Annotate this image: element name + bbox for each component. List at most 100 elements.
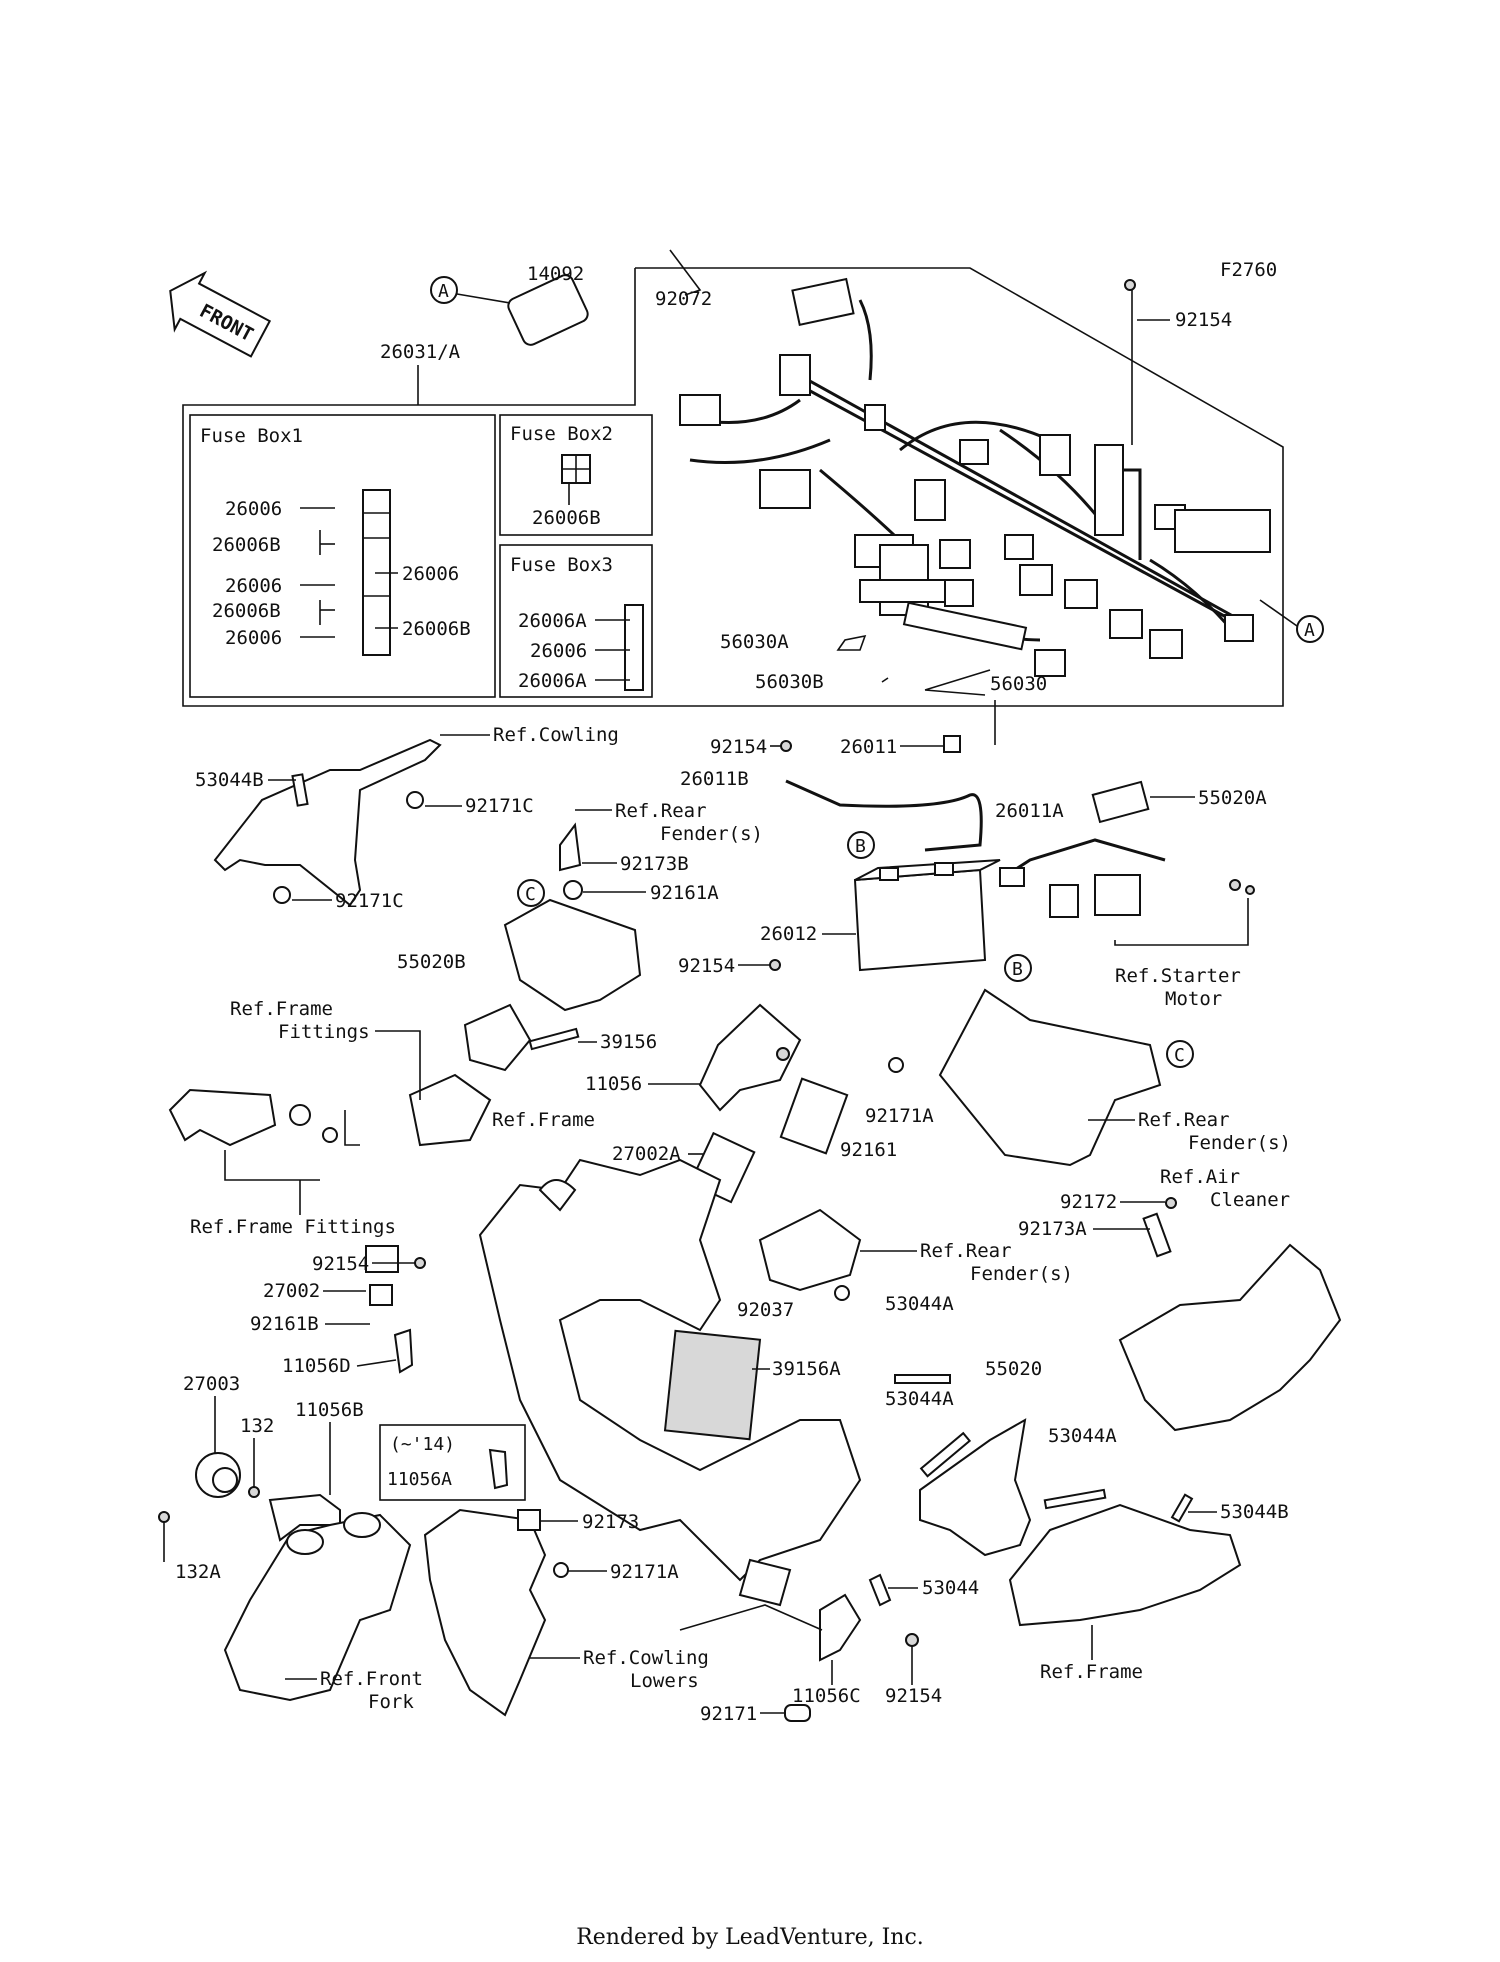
bolt-92173 [517, 1509, 541, 1531]
ref-front-fork: Ref.Front Fork [285, 1668, 423, 1713]
pin-53044B-b [1170, 1493, 1194, 1523]
svg-text:56030B: 56030B [755, 671, 824, 693]
svg-text:92161B: 92161B [250, 1313, 319, 1335]
bracket-11056D [393, 1328, 414, 1374]
label-132: 132 [240, 1415, 274, 1487]
clip-92037 [834, 1285, 850, 1301]
svg-text:11056B: 11056B [295, 1399, 364, 1421]
svg-text:92154: 92154 [312, 1253, 369, 1275]
svg-text:27002: 27002 [263, 1280, 320, 1302]
front-arrow-icon: FRONT [169, 270, 272, 358]
strap-53044A-a [894, 1374, 951, 1384]
svg-text:C: C [525, 884, 536, 905]
label-92173A: 92173A [1018, 1218, 1150, 1240]
svg-text:55020A: 55020A [1198, 787, 1267, 809]
part-label: 11056A [387, 1469, 452, 1490]
rear-frame [1008, 1503, 1242, 1627]
label-92173: 92173 [540, 1511, 639, 1533]
main-wiring-harness [669, 249, 1271, 677]
svg-text:53044B: 53044B [195, 769, 264, 791]
label-55020A: 55020A [1150, 787, 1267, 809]
svg-text:Ref.Frame: Ref.Frame [230, 998, 333, 1020]
label-55020B: 55020B [397, 951, 466, 973]
svg-text:92171C: 92171C [335, 890, 404, 912]
fuse-label: 26006 [225, 575, 282, 597]
svg-text:Ref.Starter: Ref.Starter [1115, 965, 1241, 987]
svg-text:B: B [1012, 959, 1023, 980]
svg-text:92161: 92161 [840, 1139, 897, 1161]
label-92171C-a: 92171C [425, 795, 534, 817]
label-92154-b: 92154 [710, 736, 792, 758]
svg-text:26012: 26012 [760, 923, 817, 945]
svg-text:53044A: 53044A [1048, 1425, 1117, 1447]
fuse-label: 26006 [225, 627, 282, 649]
strap-53044A-b [919, 1431, 972, 1478]
bolt-132A [158, 1511, 170, 1523]
ref-rear-fender-1: Ref.Rear Fender(s) [575, 800, 763, 845]
bolt-92171a-2 [553, 1562, 569, 1578]
label-27003: 27003 [183, 1373, 240, 1453]
bracket-frame-fittings [463, 1003, 532, 1072]
svg-text:56030: 56030 [990, 673, 1047, 695]
ref-cowling: Ref.Cowling [440, 724, 619, 746]
bracket-55020 [919, 1418, 1032, 1557]
label-92171C-b: 92171C [292, 890, 404, 912]
svg-text:92161A: 92161A [650, 882, 719, 904]
connector-26011 [943, 735, 961, 753]
label-53044B-b: 53044B [1188, 1501, 1289, 1523]
label-11056: 11056 [585, 1073, 700, 1095]
svg-text:132: 132 [240, 1415, 274, 1437]
ref-frame-fittings-2: Ref.Frame Fittings [190, 1180, 396, 1238]
fuse-label: 26006B [532, 507, 601, 529]
fuse-box-1-title: Fuse Box1 [200, 425, 303, 447]
pin-53044 [868, 1573, 892, 1607]
cover-55020A [1091, 780, 1150, 824]
label-14092: 14092 [527, 263, 584, 285]
grommet-92161A [563, 880, 583, 900]
svg-text:Motor: Motor [1165, 988, 1222, 1010]
circle-ref-b-battery: B [847, 831, 875, 859]
svg-text:39156: 39156 [600, 1031, 657, 1053]
fuse-label: 26006B [402, 618, 471, 640]
label-53044A-c: 53044A [1048, 1425, 1117, 1447]
label-26012: 26012 [760, 923, 856, 945]
label-92171: 92171 [700, 1703, 785, 1725]
fuse-label: 26006 [530, 640, 587, 662]
pin-53044b [291, 773, 309, 807]
svg-text:Ref.Cowling: Ref.Cowling [583, 1647, 709, 1669]
svg-text:Fender(s): Fender(s) [1188, 1132, 1291, 1154]
bolt-92154-d [414, 1257, 426, 1269]
label-56030A: 56030A [720, 631, 789, 653]
ref-frame-2: Ref.Frame [1040, 1625, 1143, 1683]
bolt-92171a [888, 1057, 904, 1073]
label-92154-c: 92154 [678, 955, 781, 977]
fuse-box-3-title: Fuse Box3 [510, 554, 613, 576]
relay-92161 [779, 1077, 849, 1155]
svg-text:26011A: 26011A [995, 800, 1064, 822]
bracket-lower [408, 1073, 492, 1147]
label-92161: 92161 [840, 1139, 897, 1161]
fuse-label: 26006A [518, 670, 587, 692]
circle-ref-b-cable: B [1004, 954, 1032, 982]
main-frame [478, 1158, 862, 1582]
strap-53044A-c [1043, 1488, 1107, 1510]
circle-ref-c-right: C [1166, 1040, 1194, 1068]
svg-text:92172: 92172 [1060, 1191, 1117, 1213]
ref-rear-fender-2: Ref.Rear Fender(s) [1088, 1109, 1291, 1154]
footer-credit: Rendered by LeadVenture, Inc. [576, 1925, 924, 1950]
svg-text:27003: 27003 [183, 1373, 240, 1395]
svg-text:92154: 92154 [710, 736, 767, 758]
bolt-92171c [406, 791, 424, 809]
bolt-92154-e [905, 1633, 919, 1647]
label-26011A: 26011A [995, 800, 1064, 822]
svg-text:92171A: 92171A [865, 1105, 934, 1127]
ref-frame-fittings-1: Ref.Frame Fittings [230, 998, 421, 1100]
bolt-92171c-2 [273, 886, 291, 904]
label-92173B: 92173B [582, 853, 689, 875]
svg-text:26011: 26011 [840, 736, 897, 758]
tape-56030 [924, 669, 991, 696]
label-56030: 56030 [990, 673, 1047, 695]
ref-rear-fender-3: Ref.Rear Fender(s) [860, 1240, 1073, 1285]
bracket-11056 [698, 1003, 802, 1112]
battery-26012 [853, 859, 1001, 972]
